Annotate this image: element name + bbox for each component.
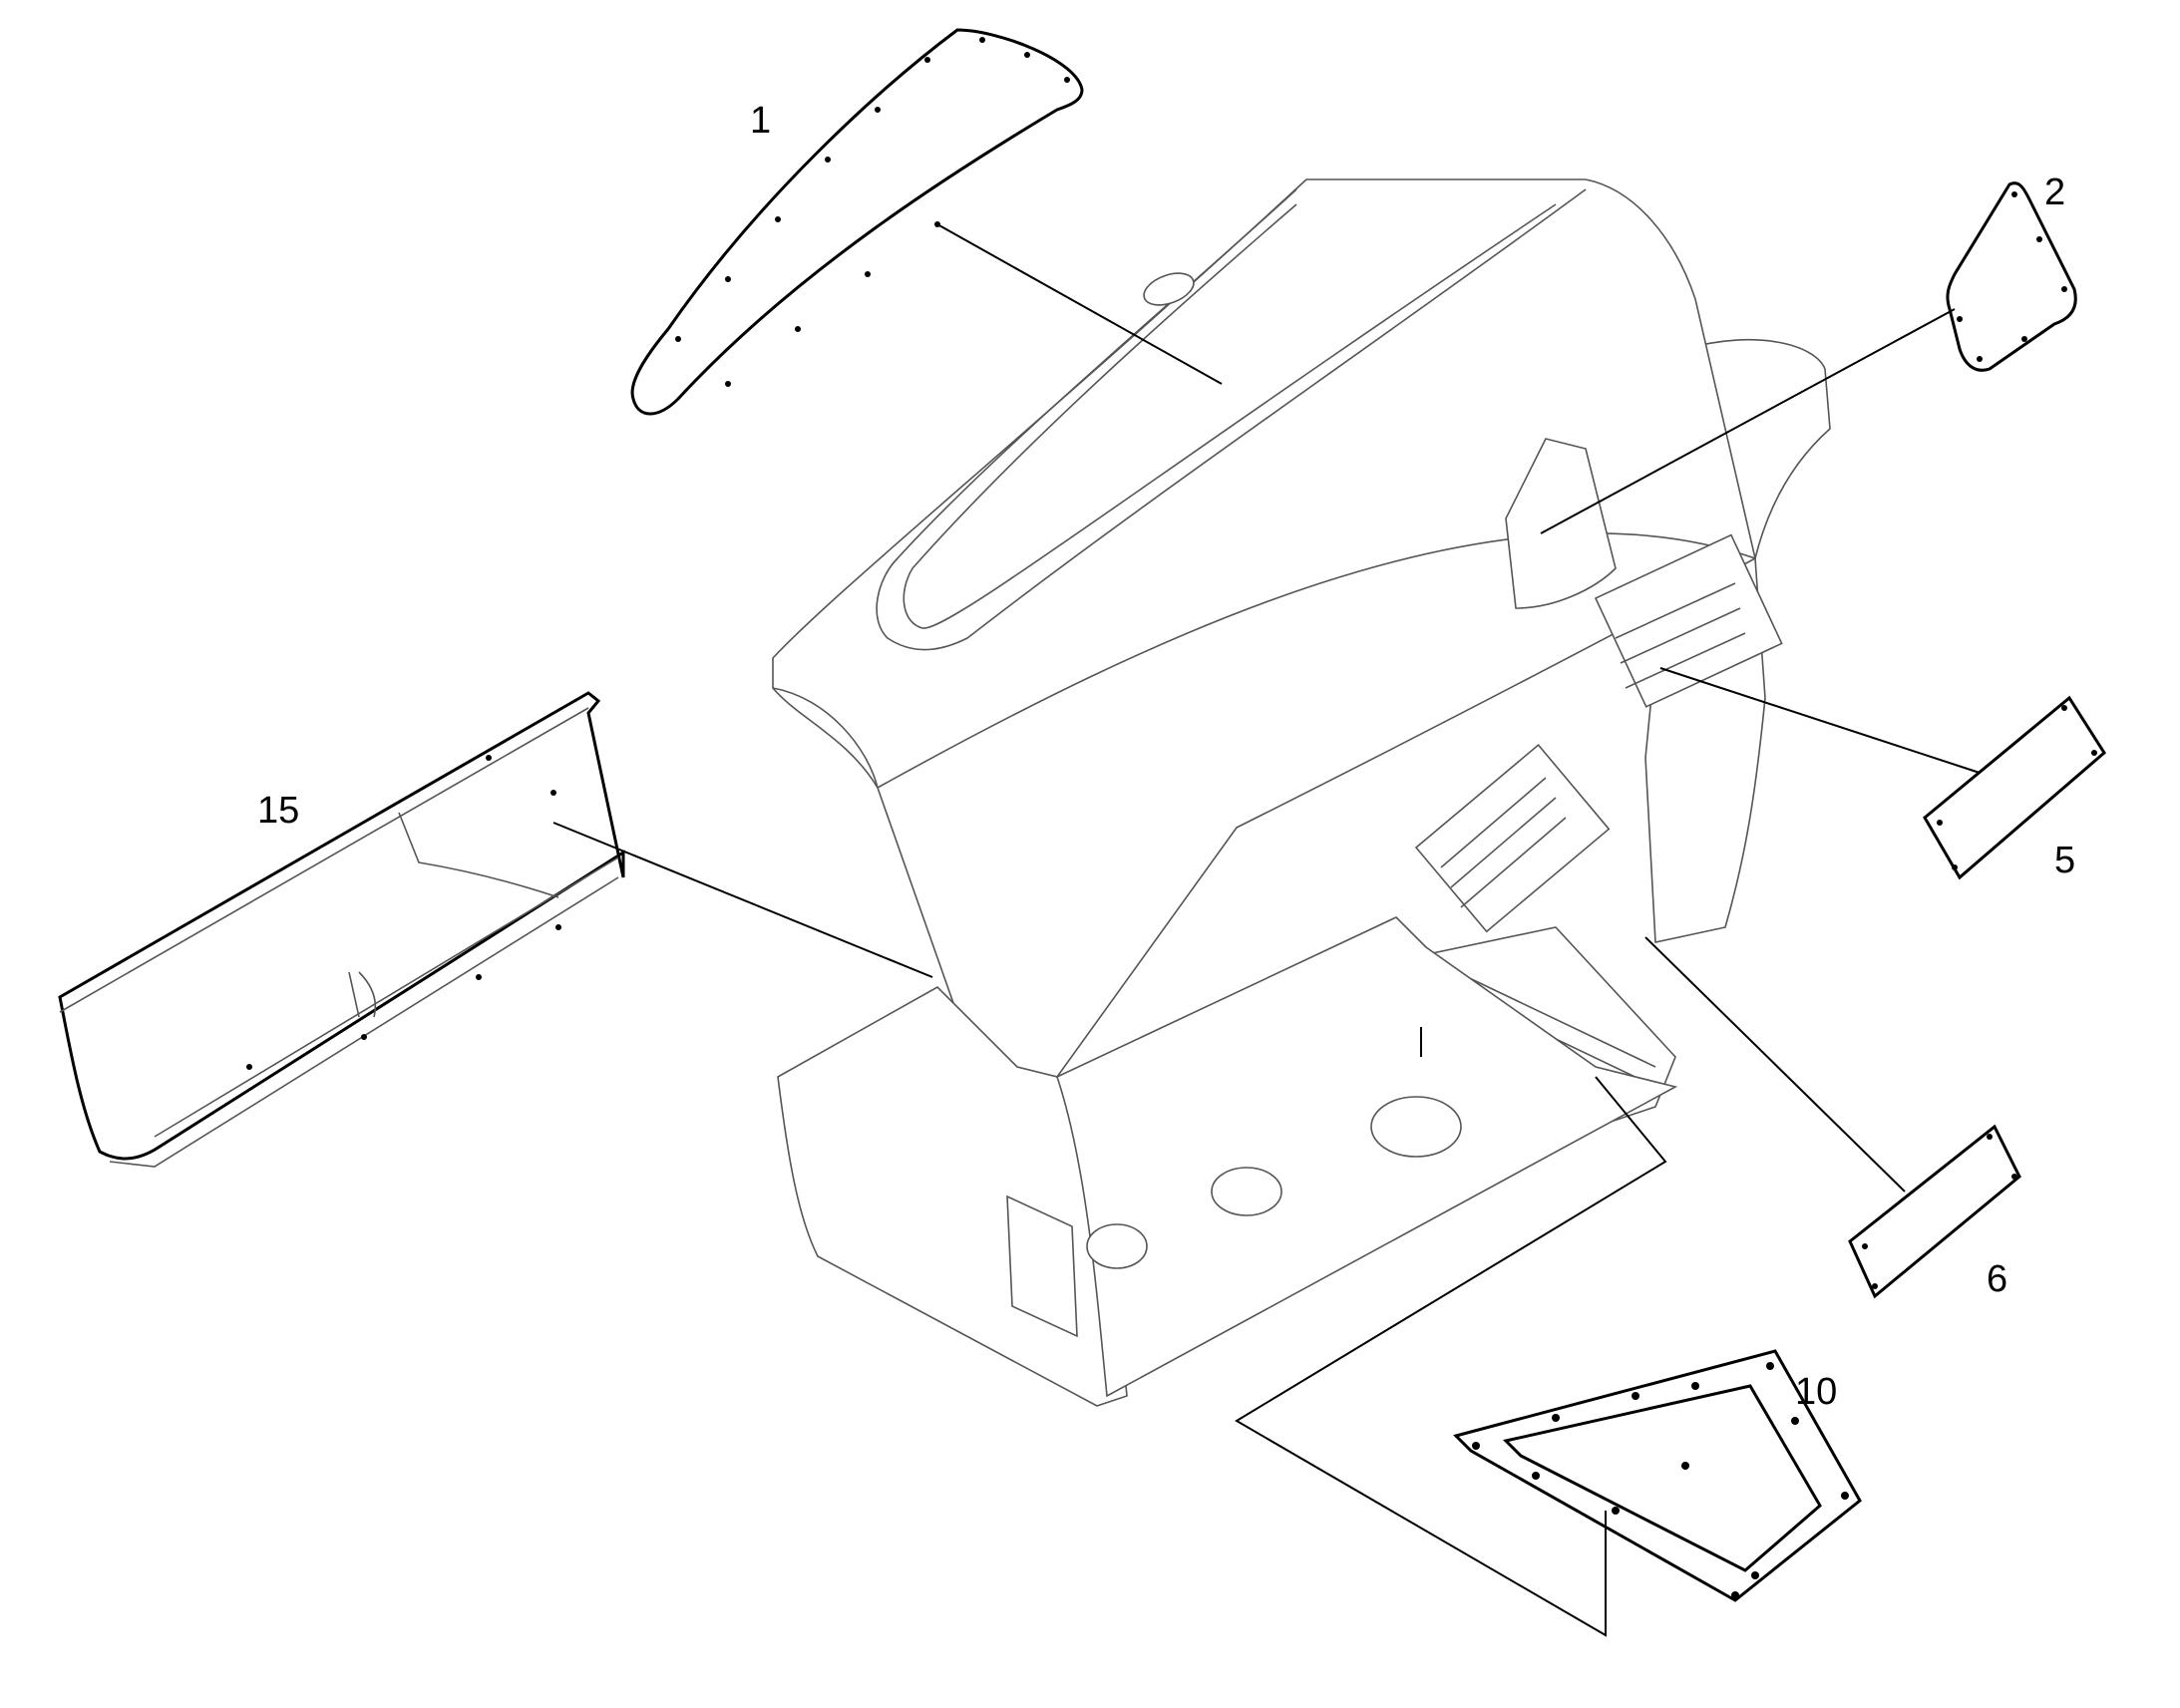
part-6-vent-cover: [1848, 1124, 2021, 1299]
base-port-1: [1211, 1167, 1282, 1216]
callout-2: 2: [2044, 171, 2065, 213]
leader-10: [1235, 1027, 1667, 1637]
part-10-floor-plate: [1453, 1349, 1862, 1602]
leader-6: [1644, 936, 1906, 1193]
hood-front-edge: [772, 532, 1756, 789]
base-port-2: [1370, 1096, 1462, 1158]
part-2-side-decal: [1946, 181, 2077, 372]
callout-5: 5: [2054, 840, 2075, 881]
hood-crest: [876, 188, 1587, 651]
base-side-panel: [1006, 1195, 1078, 1338]
vents-left: [1414, 744, 1611, 933]
callout-15: 15: [257, 790, 299, 832]
part-5-vent-cover: [1923, 695, 2106, 880]
vents-right: [1594, 533, 1783, 708]
base-port-3: [1086, 1223, 1148, 1269]
leader-1: [936, 223, 1223, 385]
leader-2: [1540, 308, 1956, 534]
leader-15: [552, 822, 933, 978]
hood-crest-inner: [903, 203, 1557, 629]
part-1-hood-decal: [630, 28, 1084, 416]
callout-10: 10: [1795, 1371, 1837, 1413]
part-15-curved-panel: [58, 691, 625, 1168]
hood: [772, 178, 1756, 1082]
base-top: [1056, 916, 1678, 1398]
machine-body: [772, 178, 1831, 1407]
hood-badge: [1143, 272, 1195, 306]
callout-6: 6: [1987, 1258, 2007, 1300]
leader-5: [1659, 667, 1981, 774]
callout-1: 1: [750, 100, 771, 142]
